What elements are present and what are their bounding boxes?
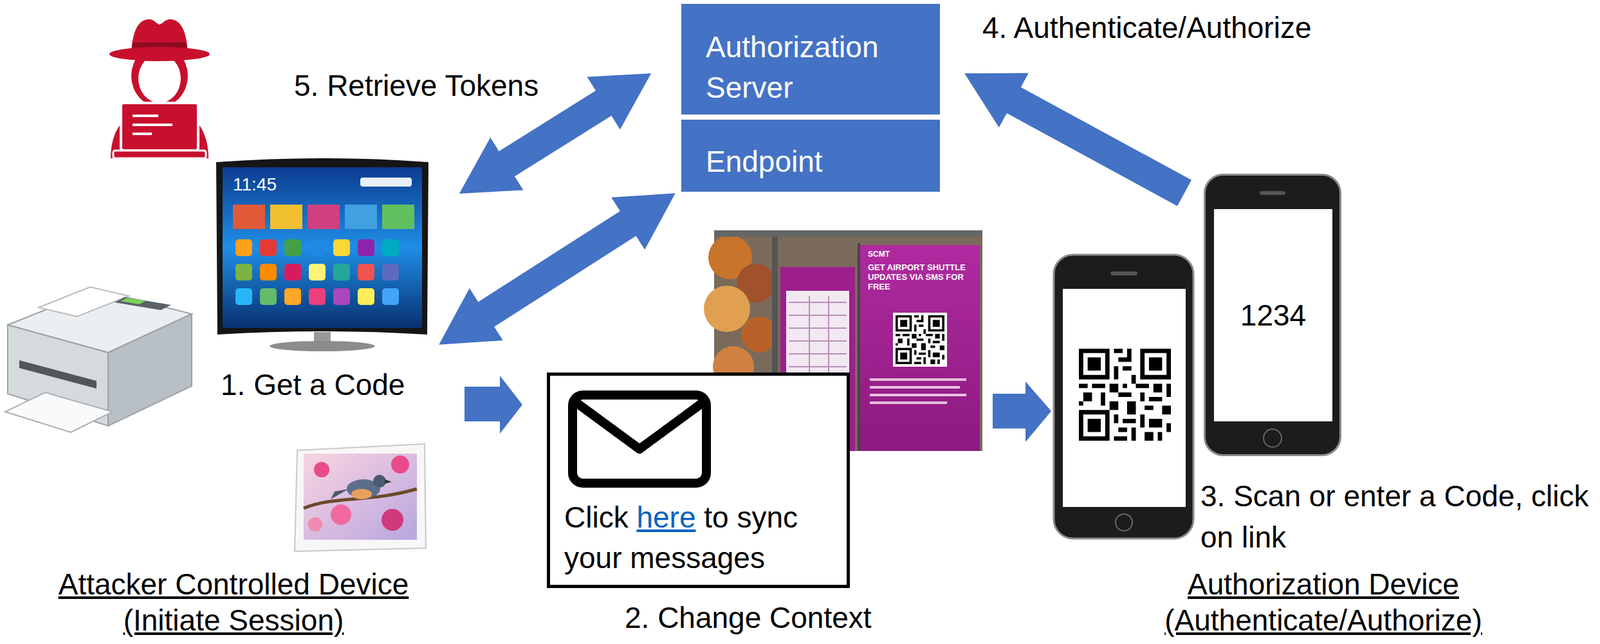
poster-brand: SCMT — [867, 249, 890, 259]
text-run: sync — [736, 500, 798, 534]
poster-headline: GET AIRPORT SHUTTLE UPDATES VIA SMS FOR … — [867, 262, 975, 292]
tv-stand-neck — [313, 331, 331, 343]
poster-fine-print — [869, 379, 967, 403]
box-title: Endpoint — [705, 141, 823, 183]
text-run: your — [564, 541, 622, 575]
text-run — [621, 541, 630, 575]
message-box: Click here to sync your messages — [546, 372, 850, 589]
message-text: Click here to sync your messages — [564, 497, 841, 579]
laptop-base — [113, 150, 206, 159]
tv-app-icons — [235, 239, 399, 305]
step-label: 2. Change Context — [624, 599, 872, 636]
panel-divider — [857, 243, 861, 451]
phone-home-button — [1262, 428, 1283, 448]
branch — [303, 488, 417, 509]
frame-picture — [303, 453, 417, 540]
text-run — [728, 500, 738, 534]
phone-box: 1234 — [1203, 173, 1342, 457]
text-run: messages — [629, 541, 765, 575]
endpoint-arrow — [483, 221, 631, 316]
device-caption: Attacker Controlled Device — [34, 566, 433, 603]
label-box: 2. Change Context — [624, 599, 872, 636]
code-screen: 1234 — [1213, 209, 1333, 422]
clock-text: 11:45 — [232, 174, 277, 195]
printer-illustration — [5, 286, 192, 433]
server-box: Authorization Server — [681, 3, 940, 115]
printer-side — [108, 313, 192, 426]
step-label: 5. Retrieve Tokens — [294, 67, 539, 104]
printer-paper-out — [5, 392, 113, 433]
sms-poster — [860, 245, 980, 451]
qr-code — [1078, 348, 1171, 441]
device-caption: (Initiate Session) — [34, 602, 433, 639]
poster-qr-code — [895, 315, 945, 365]
phone-screen — [1062, 288, 1186, 507]
label-box: 1. Get a Code — [220, 366, 405, 403]
smart-tv — [216, 158, 429, 352]
label-box: SCMT — [867, 249, 890, 259]
phone-body — [1053, 254, 1194, 539]
label-box: 3. Scan or enter a Code, click on link — [1200, 475, 1595, 558]
attacker-icon — [109, 19, 210, 159]
phone-speaker — [1110, 271, 1138, 276]
poster-qr-ground — [892, 312, 948, 367]
label-box: 4. Authenticate/Authorize — [982, 9, 1312, 46]
label-box: (Initiate Session) — [34, 602, 433, 639]
hat-brim — [109, 46, 210, 62]
label-box: 5. Retrieve Tokens — [294, 67, 539, 104]
retrieve-arrow — [504, 101, 607, 166]
step-arrow — [464, 375, 523, 434]
printer-panel — [114, 297, 172, 311]
label-box: Attacker Controlled Device — [34, 566, 433, 603]
frame-border — [294, 443, 426, 552]
label-box: 11:45 — [232, 174, 277, 195]
bird — [330, 474, 392, 500]
scan-arrow — [992, 381, 1052, 442]
photo-frame — [294, 443, 426, 552]
tv-thumbnails — [232, 204, 415, 230]
link-text: here — [636, 500, 696, 534]
tv-frame — [216, 158, 429, 335]
laptop-lines — [132, 115, 173, 134]
laptop-screen — [120, 102, 199, 151]
envelope-icon — [572, 395, 707, 484]
box-title: Authorization Server — [705, 27, 934, 108]
printer-display — [120, 297, 146, 305]
step-label: 1. Get a Code — [220, 366, 405, 403]
device-caption: Authorization Device — [1123, 566, 1523, 603]
text-run — [696, 500, 705, 534]
tv-screen — [222, 167, 423, 329]
step-label: 4. Authenticate/Authorize — [982, 9, 1312, 46]
printer-paper-in — [38, 286, 129, 317]
device-caption: (Authenticate/Authorize) — [1123, 602, 1523, 639]
step-label: 3. Scan or enter a Code, click on link — [1200, 475, 1595, 558]
blossoms — [308, 455, 410, 532]
printer-slot — [19, 360, 97, 389]
tv-search-bar — [360, 177, 412, 187]
flow-arrow — [1011, 99, 1185, 194]
connector-group — [1011, 99, 1185, 194]
message-ground — [546, 372, 850, 589]
endpoint-box: Endpoint — [681, 119, 940, 192]
label-box: Authorization Device — [1123, 566, 1523, 603]
text-run: to — [703, 500, 729, 534]
phone-home-button — [1115, 514, 1133, 531]
shelter-roof — [714, 230, 983, 237]
attacker-face — [138, 54, 181, 103]
label-box: GET AIRPORT SHUTTLE UPDATES VIA SMS FOR … — [867, 262, 975, 292]
label-box: (Authenticate/Authorize) — [1123, 602, 1523, 639]
text-run: Click — [564, 500, 629, 534]
tv-stand-base — [269, 340, 376, 352]
qr-phone — [1053, 254, 1194, 539]
phone-speaker — [1259, 191, 1286, 195]
text-run — [628, 500, 637, 534]
